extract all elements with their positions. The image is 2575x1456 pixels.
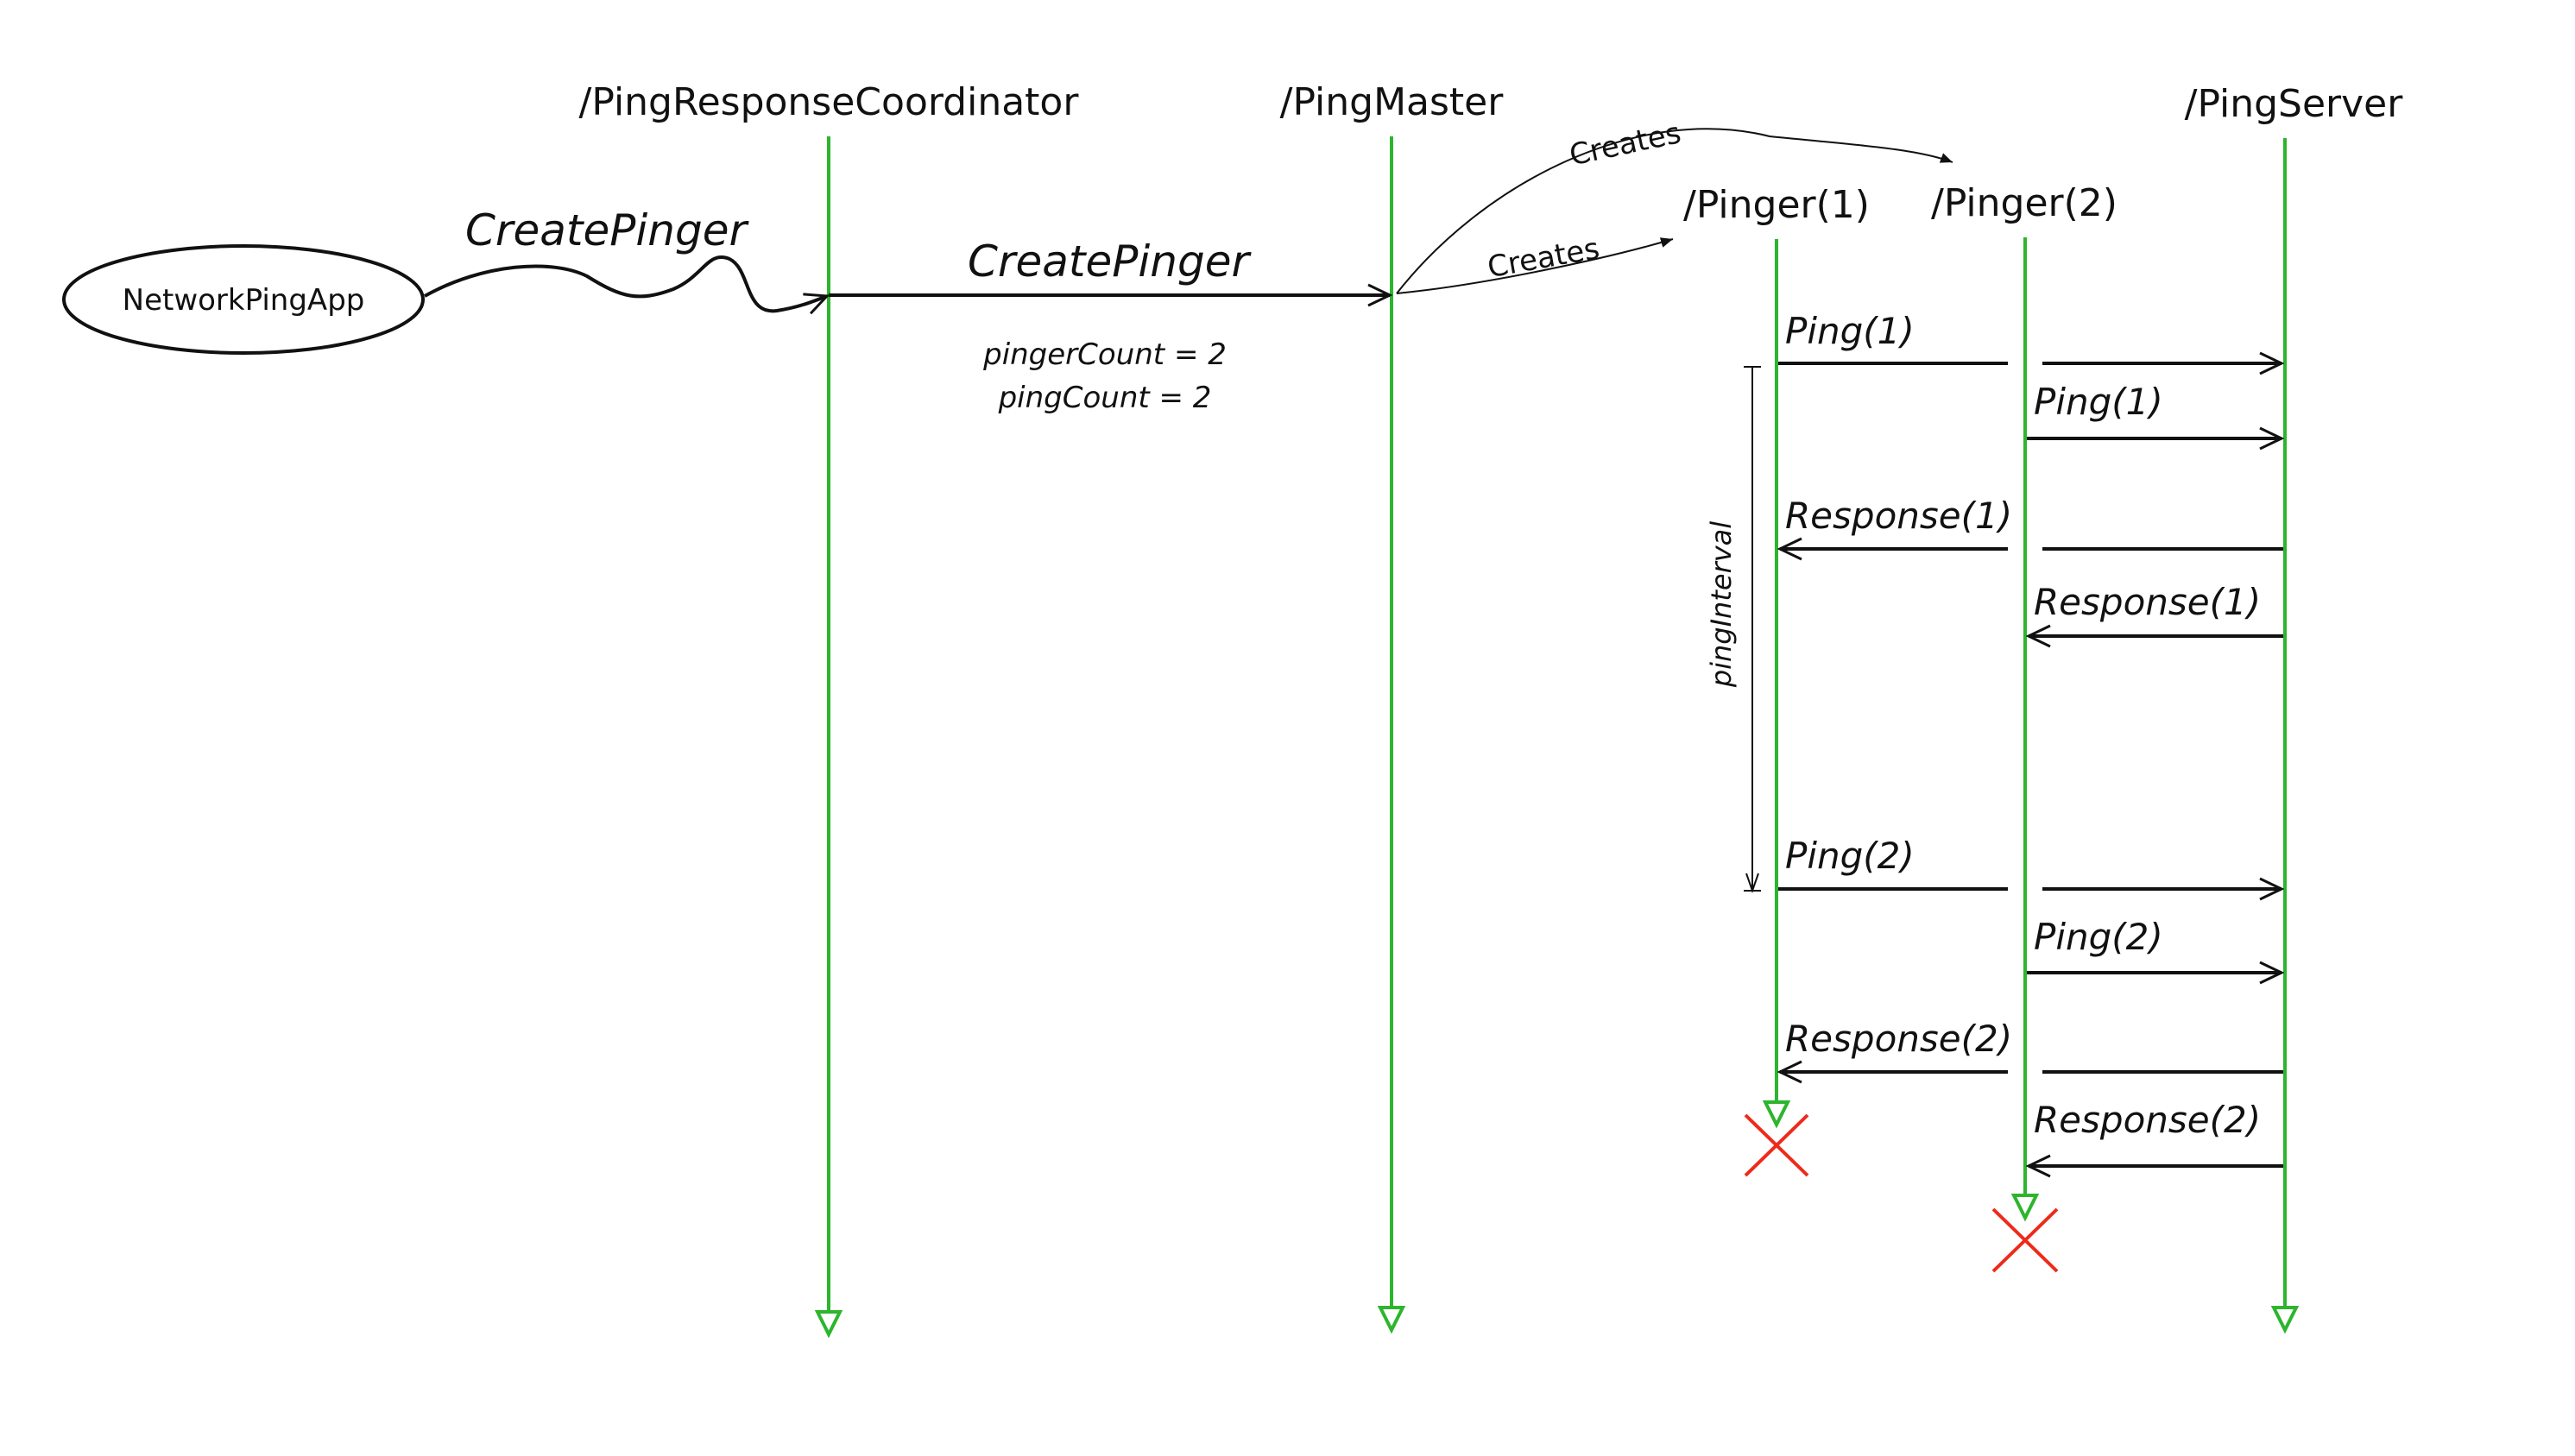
message-label-app-create-pinger: CreatePinger <box>465 205 749 255</box>
param-pinger-count: pingerCount = 2 <box>982 337 1227 372</box>
message-app-create-pinger <box>424 255 827 311</box>
creates-label-pinger-2: Creates <box>1567 116 1684 173</box>
lifeline-server <box>2270 138 2300 1334</box>
lifeline-title-pinger-1: /Pinger(1) <box>1683 183 1870 227</box>
lifeline-pinger-2 <box>2010 237 2040 1222</box>
lifeline-title-pinger-2: /Pinger(2) <box>1931 181 2117 225</box>
creates-arrow-pinger-2 <box>1396 128 1953 294</box>
message-label-p2-response-2: Response(2) <box>2034 1099 2261 1141</box>
lifeline-title-server: /PingServer <box>2185 82 2404 126</box>
lifeline-title-coordinator: /PingResponseCoordinator <box>579 80 1080 124</box>
message-label-p1-ping-1: Ping(1) <box>1785 310 1915 352</box>
lifeline-master <box>1377 136 1406 1334</box>
ping-interval-label: pingInterval <box>1705 521 1738 688</box>
creates-arrow-pinger-1 <box>1396 237 1674 294</box>
actor-network-ping-app: NetworkPingApp <box>62 244 425 355</box>
message-label-p1-ping-2: Ping(2) <box>1785 835 1915 877</box>
message-label-p1-response-1: Response(1) <box>1785 495 2012 537</box>
destroy-x-icon-pinger-2 <box>1991 1207 2059 1273</box>
message-label-p2-ping-1: Ping(1) <box>2034 381 2163 423</box>
creates-label-pinger-1: Creates <box>1485 231 1602 285</box>
message-label-p2-response-1: Response(1) <box>2034 581 2261 623</box>
destroy-x-icon-pinger-1 <box>1744 1113 1809 1177</box>
actor-label: NetworkPingApp <box>123 283 365 318</box>
message-label-coord-create-pinger: CreatePinger <box>968 236 1252 287</box>
message-label-p2-ping-2: Ping(2) <box>2034 916 2163 958</box>
lifeline-coordinator <box>814 136 843 1339</box>
param-ping-count: pingCount = 2 <box>998 381 1212 415</box>
lifeline-title-master: /PingMaster <box>1280 80 1505 124</box>
lifeline-pinger-1 <box>1762 239 1791 1129</box>
message-label-p1-response-2: Response(2) <box>1785 1018 2012 1060</box>
ping-interval-bracket <box>1744 366 1761 894</box>
